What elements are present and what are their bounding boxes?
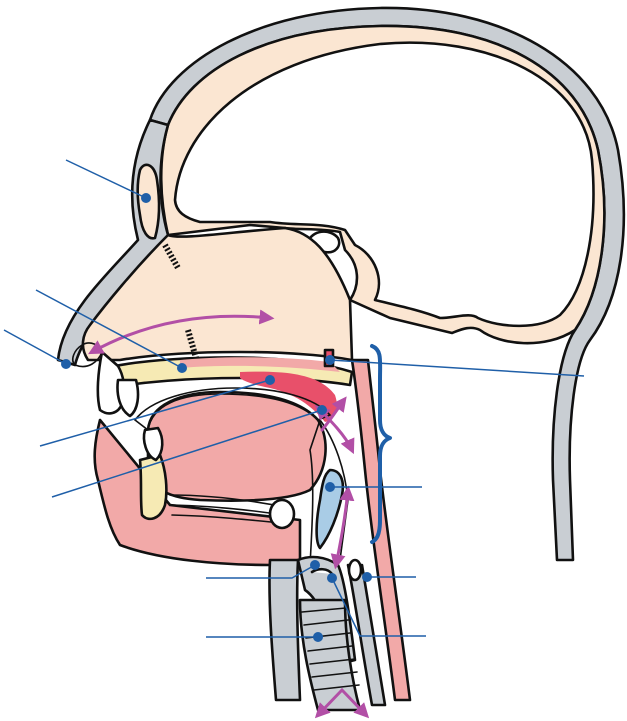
- leader-dot-nostril: [61, 359, 71, 369]
- leader-dot-pharyngeal-tonsil: [325, 355, 335, 365]
- hyoid-bone: [270, 500, 294, 528]
- leader-dot-hard-palate: [265, 375, 275, 385]
- leader-dot-esophagus: [362, 572, 372, 582]
- upper-incisor: [118, 380, 139, 416]
- nasal-cavity: [83, 228, 352, 360]
- leader-dot-frontal-sinus: [141, 193, 151, 203]
- epiglottis: [317, 470, 343, 548]
- arytenoid: [349, 560, 361, 580]
- leader-dot-trachea: [313, 632, 323, 642]
- leader-dot-vocal-cords: [327, 573, 337, 583]
- leader-line-nostril: [4, 330, 66, 364]
- leader-dot-soft-palate: [317, 405, 327, 415]
- leader-dot-nasal-cavity: [177, 363, 187, 373]
- tongue: [148, 392, 326, 501]
- anterior-neck-skin: [269, 560, 300, 700]
- leader-dot-larynx: [310, 560, 320, 570]
- leader-dot-epiglottis: [325, 482, 335, 492]
